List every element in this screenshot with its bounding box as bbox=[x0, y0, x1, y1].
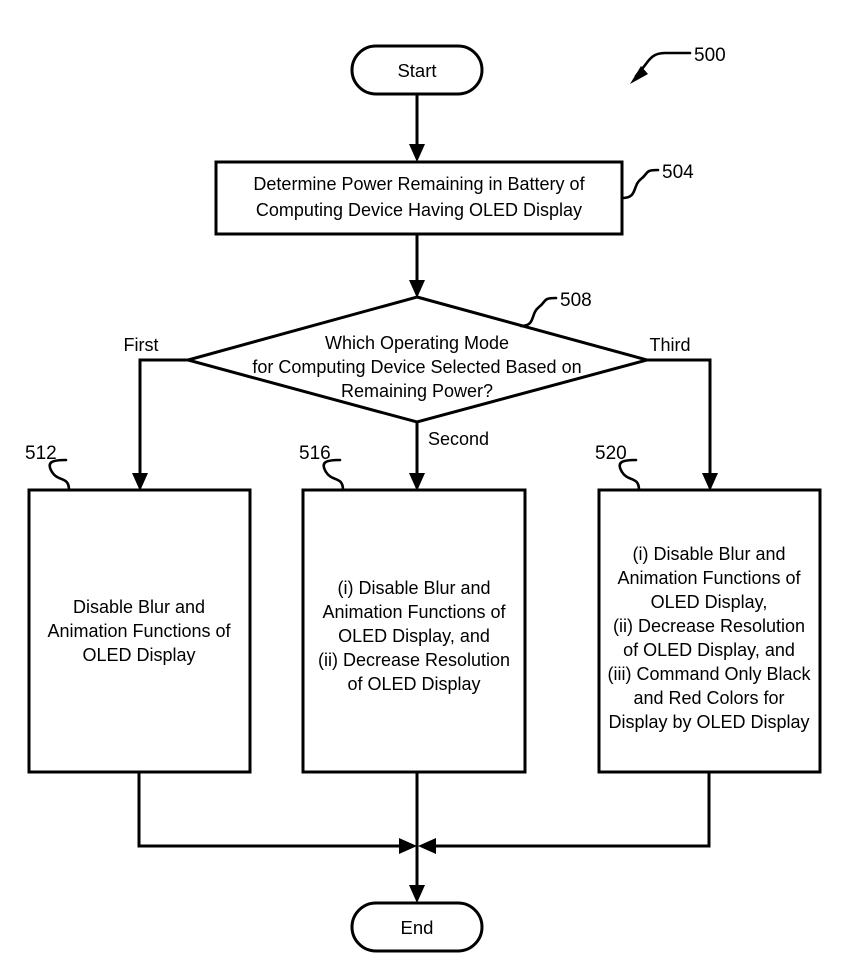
figure-reference-500: 500 bbox=[630, 45, 726, 84]
merge-junction bbox=[137, 772, 711, 903]
first-mode-line-2: Animation Functions of bbox=[47, 621, 231, 641]
branch-label-first: First bbox=[124, 335, 159, 355]
reference-508-leader bbox=[519, 296, 558, 328]
node-first-mode: Disable Blur and Animation Functions of … bbox=[27, 488, 252, 774]
connector-start-to-determine-power bbox=[409, 94, 425, 162]
second-mode-line-2: Animation Functions of bbox=[322, 602, 506, 622]
reference-504-label: 504 bbox=[662, 162, 694, 183]
connector-determine-power-to-decision bbox=[409, 234, 425, 298]
first-mode-line-3: OLED Display bbox=[82, 645, 195, 665]
third-mode-line-1: (i) Disable Blur and bbox=[632, 544, 785, 564]
node-start: Start bbox=[350, 44, 484, 96]
start-label: Start bbox=[397, 60, 436, 81]
reference-512-leader bbox=[48, 458, 71, 492]
node-determine-power: Determine Power Remaining in Battery of … bbox=[214, 160, 624, 236]
third-mode-line-7: and Red Colors for bbox=[633, 688, 784, 708]
branch-third-arrowhead bbox=[702, 473, 718, 491]
third-mode-line-4: (ii) Decrease Resolution bbox=[613, 616, 805, 636]
third-mode-line-8: Display by OLED Display bbox=[608, 712, 809, 732]
second-mode-line-5: of OLED Display bbox=[347, 674, 480, 694]
branch-first-line bbox=[138, 358, 188, 478]
determine-power-box bbox=[214, 160, 624, 236]
branch-label-third: Third bbox=[649, 335, 690, 355]
branch-first: First bbox=[124, 335, 188, 491]
reference-512-label: 512 bbox=[25, 443, 57, 464]
end-shape bbox=[350, 901, 484, 953]
second-mode-line-3: OLED Display, and bbox=[338, 626, 490, 646]
determine-power-line-1: Determine Power Remaining in Battery of bbox=[253, 174, 585, 194]
figure-reference-arrowhead bbox=[630, 66, 648, 84]
first-mode-line-1: Disable Blur and bbox=[73, 597, 205, 617]
reference-516-leader bbox=[322, 458, 345, 492]
reference-504: 504 bbox=[620, 162, 694, 200]
reference-504-leader bbox=[620, 168, 660, 200]
reference-516: 516 bbox=[299, 443, 345, 492]
decision-line-2: for Computing Device Selected Based on bbox=[252, 357, 581, 377]
reference-520-label: 520 bbox=[595, 443, 627, 464]
node-decision: Which Operating Mode for Computing Devic… bbox=[182, 295, 653, 424]
merge-arrowhead-end bbox=[409, 885, 425, 903]
second-mode-line-1: (i) Disable Blur and bbox=[337, 578, 490, 598]
merge-arrowhead-right bbox=[418, 838, 436, 854]
connector-arrowhead bbox=[409, 144, 425, 162]
third-mode-line-6: (iii) Command Only Black bbox=[607, 664, 811, 684]
reference-512: 512 bbox=[25, 443, 71, 492]
end-label: End bbox=[401, 917, 434, 938]
reference-520: 520 bbox=[595, 443, 641, 492]
branch-first-arrowhead bbox=[132, 473, 148, 491]
decision-line-3: Remaining Power? bbox=[341, 381, 493, 401]
branch-second-arrowhead bbox=[409, 473, 425, 491]
second-mode-line-4: (ii) Decrease Resolution bbox=[318, 650, 510, 670]
third-mode-line-3: OLED Display, bbox=[651, 592, 768, 612]
merge-line-left bbox=[137, 772, 404, 848]
figure-reference-label: 500 bbox=[694, 45, 726, 66]
node-third-mode: (i) Disable Blur and Animation Functions… bbox=[597, 488, 822, 774]
branch-third: Third bbox=[647, 335, 718, 491]
branch-second: Second bbox=[409, 422, 489, 491]
determine-power-line-2: Computing Device Having OLED Display bbox=[256, 200, 582, 220]
reference-508: 508 bbox=[519, 290, 592, 328]
reference-508-label: 508 bbox=[560, 290, 592, 311]
merge-line-right bbox=[431, 772, 711, 848]
second-mode-box bbox=[301, 488, 527, 774]
branch-third-line bbox=[647, 358, 712, 478]
third-mode-line-2: Animation Functions of bbox=[617, 568, 801, 588]
merge-arrowhead-left bbox=[399, 838, 417, 854]
node-end: End bbox=[350, 901, 484, 953]
branch-label-second: Second bbox=[428, 429, 489, 449]
connector-arrowhead bbox=[409, 280, 425, 298]
node-second-mode: (i) Disable Blur and Animation Functions… bbox=[301, 488, 527, 774]
reference-516-label: 516 bbox=[299, 443, 331, 464]
third-mode-line-5: of OLED Display, and bbox=[623, 640, 795, 660]
decision-line-1: Which Operating Mode bbox=[325, 333, 509, 353]
reference-520-leader bbox=[618, 458, 641, 492]
